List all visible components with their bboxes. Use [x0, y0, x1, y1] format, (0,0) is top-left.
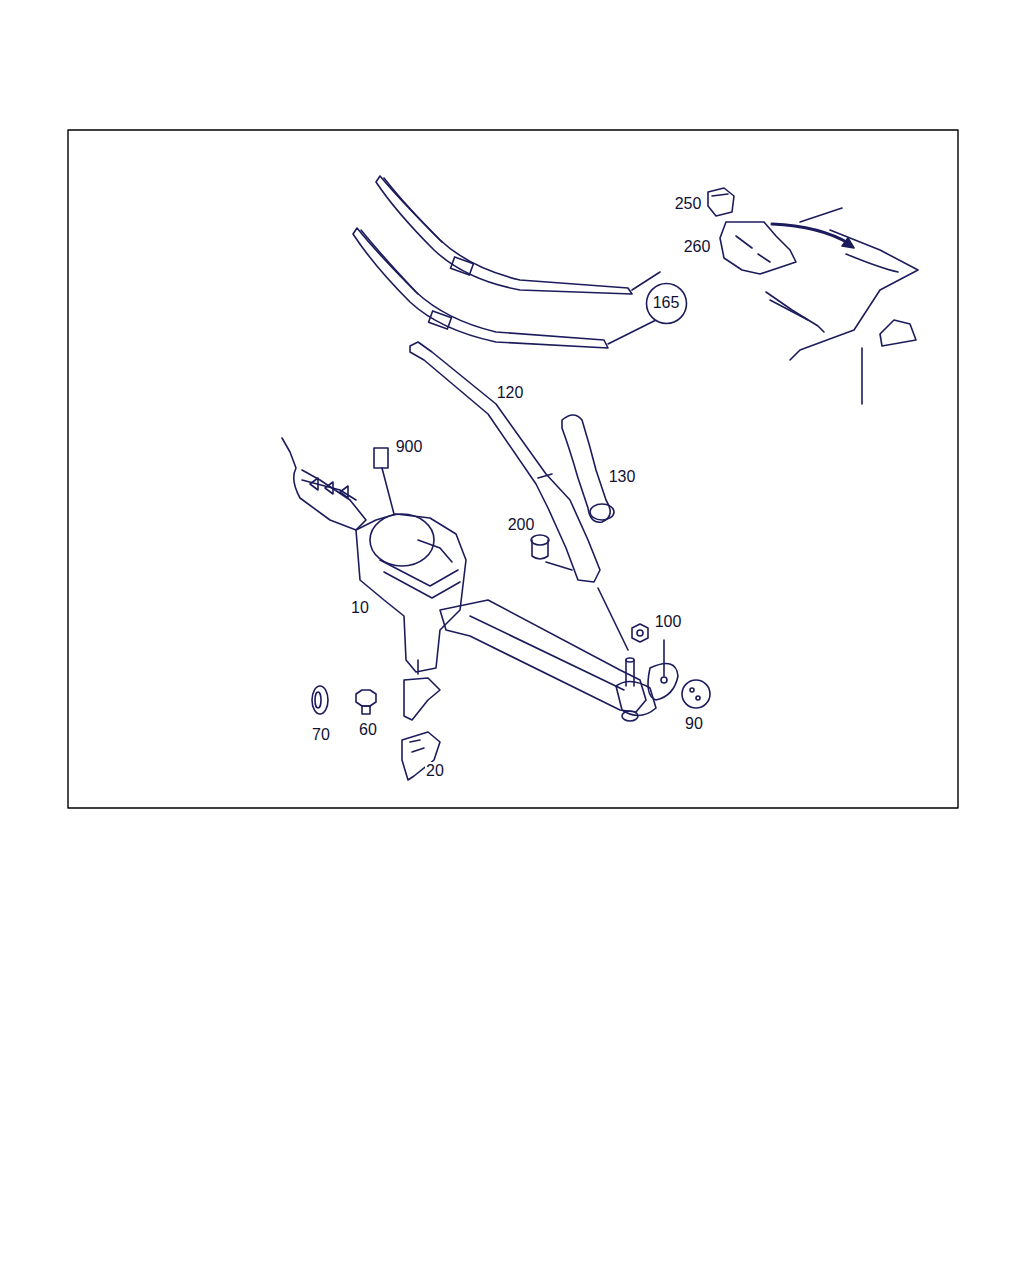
callout-number: 70 — [311, 726, 331, 744]
callout-number: 130 — [608, 468, 637, 486]
callout-number: 10 — [350, 599, 370, 617]
callout-number: 250 — [674, 195, 703, 213]
callout-number: 90 — [684, 715, 704, 733]
callout-number: 260 — [683, 238, 712, 256]
callout-number: 120 — [496, 384, 525, 402]
callout-circle: 165 — [645, 282, 688, 325]
callout-number: 900 — [395, 438, 424, 456]
callout-number: 165 — [653, 294, 680, 312]
callout-number: 20 — [425, 762, 445, 780]
callout-number: 60 — [358, 721, 378, 739]
callout-number: 100 — [654, 613, 683, 631]
callout-number: 200 — [507, 516, 536, 534]
